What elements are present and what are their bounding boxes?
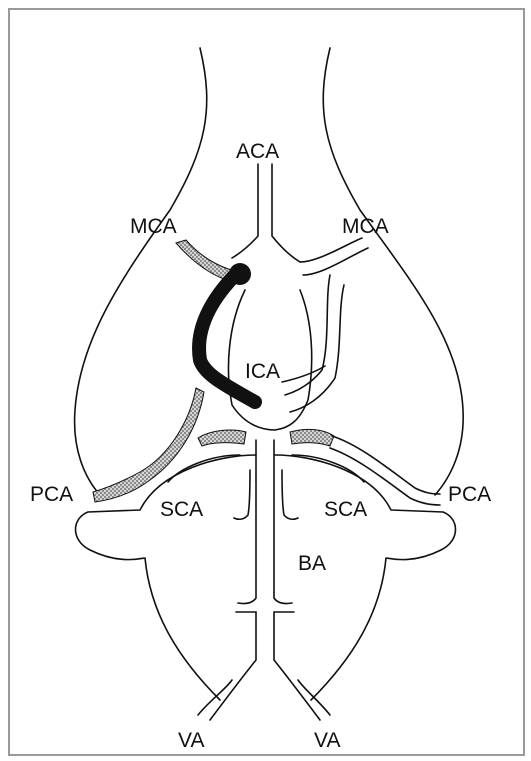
label-va-left: VA — [178, 729, 204, 752]
right-hemisphere-outline — [323, 48, 463, 495]
right-internal-carotid-artery — [282, 275, 344, 412]
cerebellum-outline — [76, 455, 456, 700]
anterior-cerebral-artery — [232, 164, 300, 262]
basilar-artery — [210, 440, 320, 720]
label-mca-right: MCA — [342, 215, 389, 238]
label-ba: BA — [298, 552, 326, 575]
label-mca-left: MCA — [130, 215, 177, 238]
label-aca: ACA — [236, 140, 279, 163]
label-sca-left: SCA — [160, 498, 203, 521]
occlusion-endpoint — [229, 263, 251, 285]
label-pca-right: PCA — [448, 483, 491, 506]
label-sca-right: SCA — [324, 498, 367, 521]
left-p1-stippled — [198, 430, 246, 446]
label-ica: ICA — [245, 360, 280, 383]
label-va-right: VA — [314, 729, 340, 752]
right-middle-cerebral-artery — [300, 238, 368, 275]
left-pca-stippled — [93, 388, 204, 502]
label-pca-left: PCA — [30, 483, 73, 506]
right-p1-stippled — [290, 429, 334, 446]
